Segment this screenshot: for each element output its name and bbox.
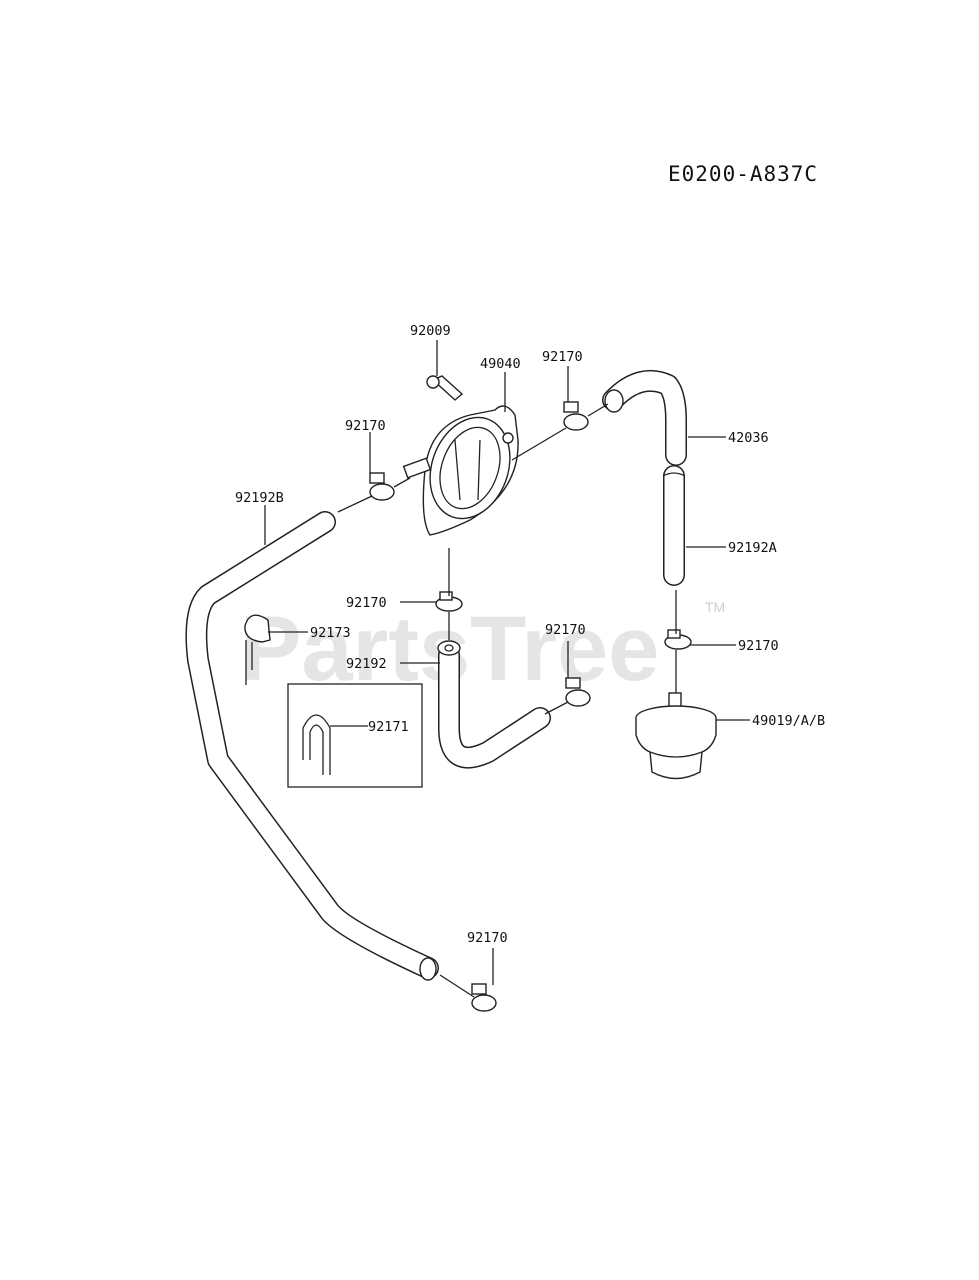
clamp-filter-top[interactable] (664, 629, 692, 650)
label-92170-pump-inlet: 92170 (345, 418, 386, 434)
hose-92192b[interactable] (185, 511, 439, 981)
watermark-trademark: TM (705, 599, 725, 615)
clip-inset-box (287, 683, 423, 788)
hose-92192a[interactable] (662, 465, 686, 586)
label-92171: 92171 (368, 719, 409, 735)
label-92170-pump-bottom: 92170 (346, 595, 387, 611)
label-92170-bottom: 92170 (467, 930, 508, 946)
label-92170-filter-top: 92170 (738, 638, 779, 654)
fuel-pump-49040[interactable] (402, 405, 524, 536)
clamp-short-hose[interactable] (565, 677, 591, 707)
clamp-bottom[interactable] (471, 983, 497, 1012)
clamp-pump-inlet[interactable] (369, 472, 395, 501)
label-92009: 92009 (410, 323, 451, 339)
label-92192a: 92192A (728, 540, 777, 556)
fuel-filter-49019[interactable] (635, 692, 717, 780)
label-92192b: 92192B (235, 490, 284, 506)
label-92173: 92173 (310, 625, 351, 641)
label-92192: 92192 (346, 656, 387, 672)
diagram-code: E0200-A837C (668, 162, 819, 186)
label-42036: 42036 (728, 430, 769, 446)
label-92170-short-hose: 92170 (545, 622, 586, 638)
hose-92192[interactable] (437, 640, 551, 769)
label-92170-pump-outlet: 92170 (542, 349, 583, 365)
clip-92173[interactable] (244, 614, 271, 685)
clamp-pump-outlet[interactable] (563, 401, 589, 431)
hose-42036[interactable] (602, 369, 687, 466)
label-49040: 49040 (480, 356, 521, 372)
bolt-92009[interactable] (426, 375, 464, 401)
clamp-pump-bottom[interactable] (435, 591, 463, 612)
clip-92171[interactable] (302, 714, 331, 775)
label-49019: 49019/A/B (752, 713, 825, 729)
